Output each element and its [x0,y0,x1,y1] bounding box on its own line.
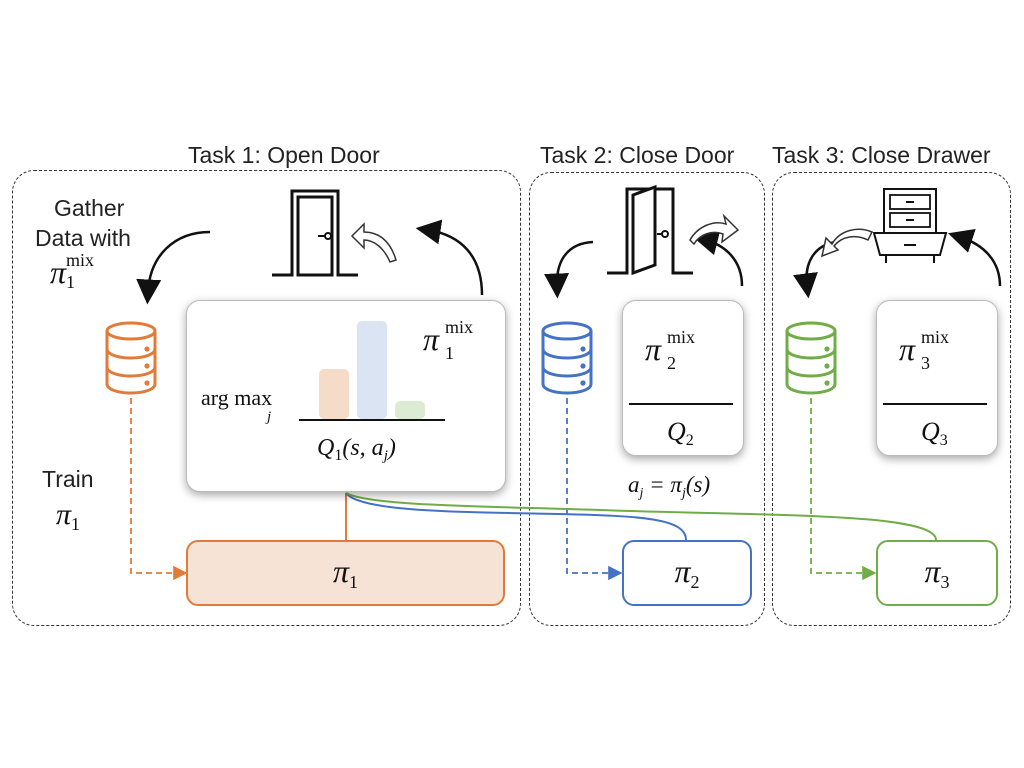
gather-line1: Gather [54,195,125,221]
train-label: Train [42,464,94,494]
train-line1: Train [42,466,94,492]
pi-symbol: π [332,553,350,589]
q-symbol: Q [317,435,335,461]
mixture-policy-card-task2: π mix 2 Q2 [622,300,744,456]
q-subscript: 3 [939,432,948,449]
curved-arrow-icon [689,213,740,246]
action-eq: = π [643,472,682,497]
mix-superscript: mix [66,250,95,270]
task1-panel [12,170,521,626]
action-rhs-sub: j [681,486,686,501]
mixture-policy-card-task1: arg max j Q1(s, aj) π mix 1 [186,300,506,492]
curved-arrow-icon [544,240,594,299]
action-rule: aj = πj(s) [628,472,710,502]
q-value-task2: Q2 [667,417,694,450]
q-subscript: 2 [685,432,694,449]
train-arrow-task1 [130,398,188,581]
door-open-icon [607,184,693,276]
index-subscript: 1 [445,343,454,363]
policy-box-task2: π2 [622,540,752,606]
policy3-link [345,492,937,541]
database-icon [105,321,157,395]
q-args: (s, a [342,435,384,461]
mix-superscript: mix [921,327,950,347]
database-icon [785,321,837,395]
train-arrow-task3 [810,398,877,581]
q-value-task3: Q3 [921,417,948,450]
q-symbol: Q [667,417,686,446]
door-closed-icon [272,189,358,277]
action-lhs-sub: j [639,486,644,501]
fraction-bar [883,403,987,405]
index-subscript: 1 [349,572,359,592]
q-bar-3 [395,401,425,419]
q-value-bars [319,321,425,419]
argmax-subscript: j [267,409,272,425]
curved-arrow-icon [692,230,744,287]
fraction-bar [629,403,733,405]
task2-title: Task 2: Close Door [540,142,735,168]
curved-arrow-icon [820,228,874,258]
policy-box-task3: π3 [876,540,998,606]
policy-box-task1: π1 [186,540,505,606]
q-args-subscript: j [383,448,388,464]
q-bar-2 [357,321,387,419]
curved-arrow-icon [136,230,211,305]
index-subscript: 1 [66,272,76,292]
mix-superscript: mix [445,317,474,337]
q-axis [299,419,445,421]
pi-symbol: π [899,331,916,367]
index-subscript: 3 [921,353,930,373]
index-subscript: 3 [940,572,950,592]
curved-arrow-icon [415,219,484,296]
pi-symbol: π [56,498,72,531]
policy-symbol-task3: π3 [924,553,949,593]
policy-symbol-task2: π2 [674,553,699,593]
gather-policy-symbol: π mix 1 [50,250,94,292]
action-tail: (s) [685,472,711,497]
pi-symbol: π [674,553,691,589]
mixture-policy-symbol-task1: π mix 1 [423,317,473,363]
index-subscript: 2 [667,353,676,373]
argmax-arg: arg [201,385,229,410]
policy-symbol-task1: π1 [333,553,358,593]
curved-arrow-icon [350,222,397,263]
pi-symbol: π [423,321,440,357]
task2-panel [529,172,765,626]
q-symbol: Q [921,417,940,446]
index-subscript: 1 [71,514,81,534]
mixture-policy-symbol-task3: π mix 3 [899,327,949,373]
pi-symbol: π [645,331,662,367]
task3-title: Task 3: Close Drawer [772,142,991,168]
mixture-policy-card-task3: π mix 3 Q3 [876,300,998,456]
pi-symbol: π [50,254,67,290]
gather-data-label: Gather Data with [35,193,131,253]
pi-symbol: π [924,553,941,589]
index-subscript: 2 [690,572,700,592]
q-close: ) [387,435,396,461]
policy2-link [345,492,687,541]
drawer-cabinet-icon [872,188,948,263]
mix-superscript: mix [667,327,696,347]
gather-line2: Data with [35,225,131,251]
train-policy-symbol: π1 [56,498,80,535]
mixture-policy-symbol-task2: π mix 2 [645,327,695,373]
q-subscript: 1 [334,447,343,464]
train-arrow-task2 [566,398,623,581]
argmax-max: max [234,385,273,410]
q-bar-1 [319,369,349,419]
argmax-operator: arg max [201,385,272,411]
task3-panel [772,172,1011,626]
action-lhs: a [628,472,640,497]
q1-expression: Q1(s, aj) [317,435,396,465]
curved-arrow-icon [948,228,1002,287]
database-icon [541,321,593,395]
task1-title: Task 1: Open Door [188,142,380,168]
